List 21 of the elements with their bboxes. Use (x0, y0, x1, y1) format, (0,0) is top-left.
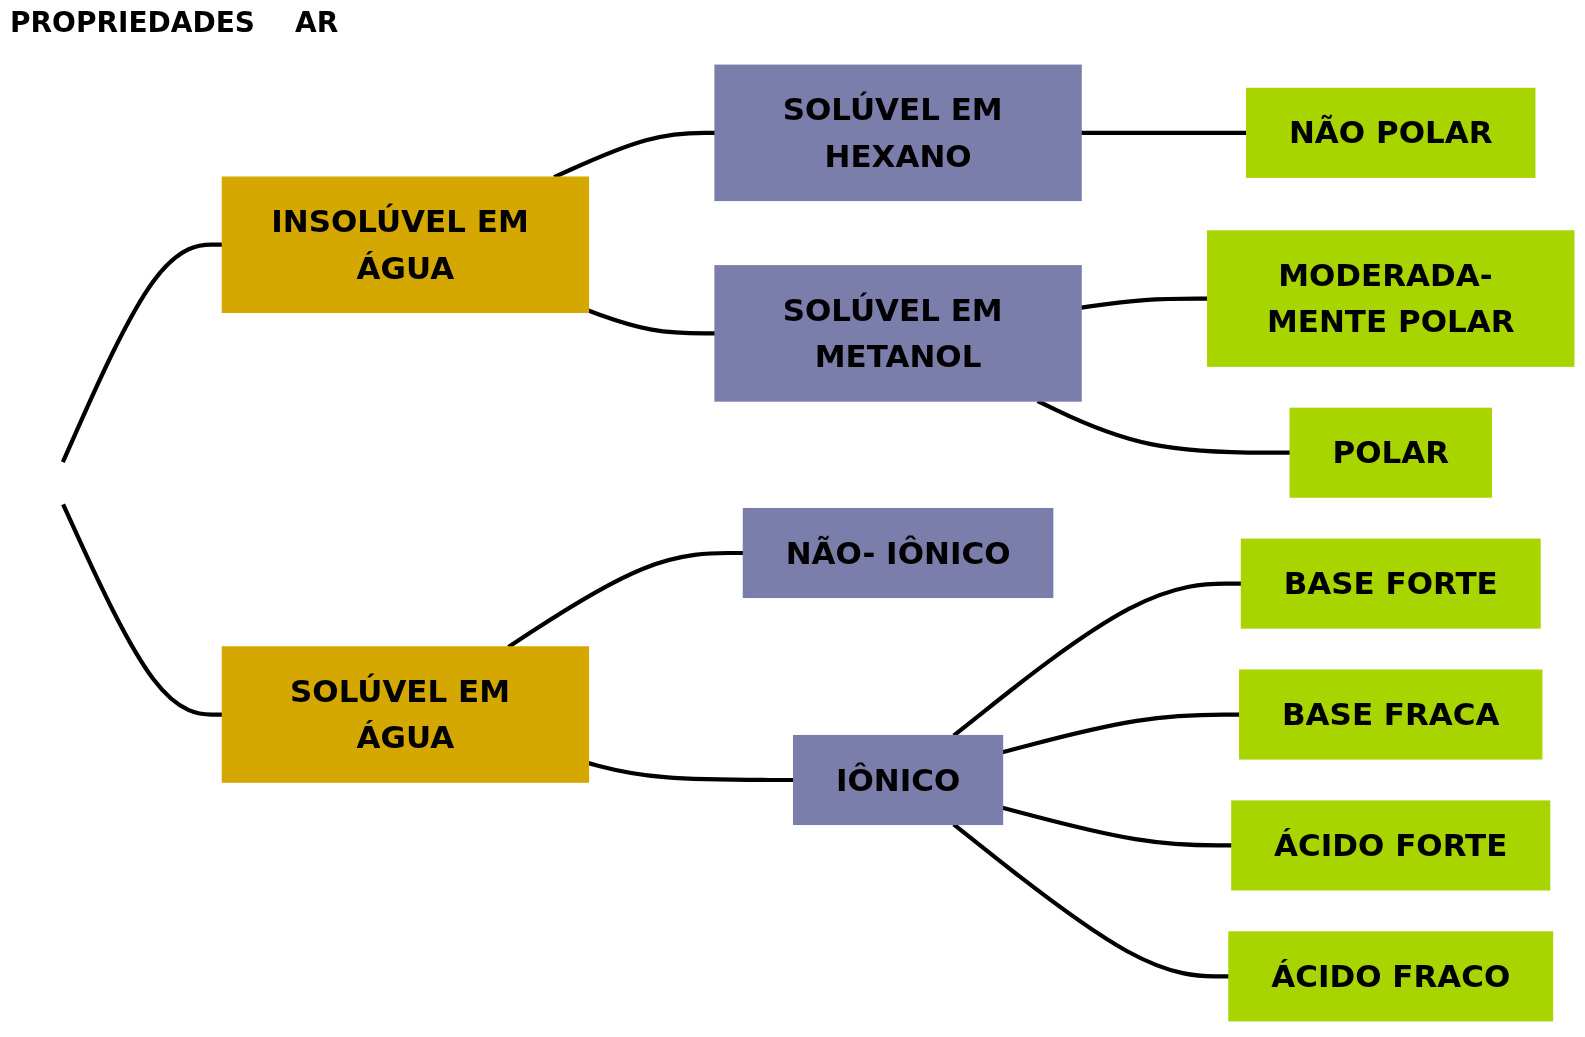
heading-text: PROPRIEDADES (10, 6, 255, 39)
node-box: INSOLÚVEL EM ÁGUA (221, 175, 590, 313)
node-box: IÔNICO (792, 734, 1004, 825)
node-box: ÁCIDO FORTE (1231, 799, 1551, 890)
node-box: BASE FORTE (1240, 538, 1541, 629)
node-box: MODERADA- MENTE POLAR (1207, 229, 1575, 367)
connector (952, 581, 1242, 737)
node-box: ÁCIDO FRACO (1228, 930, 1554, 1021)
node-box: SOLÚVEL EM HEXANO (714, 64, 1082, 201)
connector (60, 242, 223, 463)
connector (952, 822, 1229, 978)
node-box: SOLÚVEL EM ÁGUA (221, 645, 590, 783)
connector (61, 503, 223, 717)
node-box: NÃO- IÔNICO (742, 507, 1054, 598)
connector (587, 308, 716, 336)
connector (1081, 130, 1247, 135)
node-box: NÃO POLAR (1246, 87, 1536, 178)
node-box: POLAR (1289, 407, 1492, 498)
node-box: BASE FRACA (1239, 669, 1543, 760)
node-box: SOLÚVEL EM METANOL (714, 264, 1082, 402)
heading-text: AR (294, 6, 339, 39)
